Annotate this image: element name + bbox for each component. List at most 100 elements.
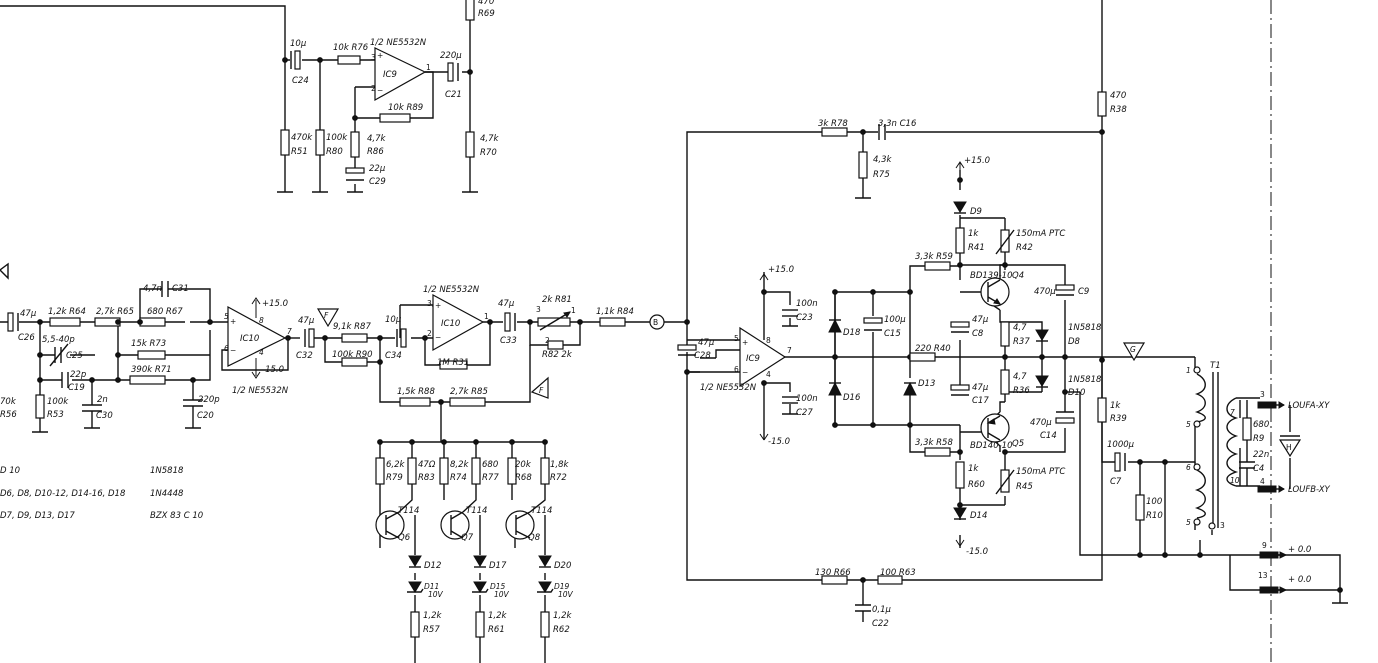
- c14-label: C14: [1040, 431, 1057, 441]
- c34-label: C34: [385, 351, 402, 361]
- d15-label: D15: [490, 582, 506, 591]
- resistor-r36: [1000, 369, 1010, 395]
- c15-value: 100μ: [884, 315, 906, 325]
- d10-label: D10: [1068, 388, 1085, 398]
- out3-label: 3: [1260, 390, 1265, 399]
- t1-pin6: 6: [1186, 463, 1191, 472]
- r72-value: 1,8k: [550, 460, 570, 470]
- ptc-r45: [995, 469, 1015, 495]
- r64-label: 1,2k R64: [48, 307, 86, 317]
- resistor-r86: [350, 131, 360, 158]
- resistor-r63: [877, 575, 903, 585]
- resistor-r68: [507, 457, 517, 485]
- opamp-ic10b: [432, 293, 485, 352]
- capacitor-c31: [161, 281, 169, 297]
- resistor-r82: [547, 340, 564, 350]
- d9-label: D9: [970, 207, 982, 217]
- r10-value: 100: [1146, 497, 1162, 507]
- diode-d10: [1035, 375, 1049, 387]
- zener-d13: [903, 381, 917, 396]
- ic10b-label: IC10: [441, 319, 460, 329]
- svg-text:2: 2: [371, 84, 376, 93]
- ic10a-plus15: +15.0: [262, 299, 288, 309]
- resistor-r83: [407, 457, 417, 485]
- r76-label: 10k R76: [333, 43, 369, 53]
- c20-label: C20: [197, 411, 214, 421]
- r73-label: 15k R73: [131, 339, 166, 349]
- c27-value: 100n: [796, 394, 818, 404]
- transistor-q7: [440, 510, 470, 540]
- svg-text:+: +: [230, 317, 236, 326]
- c27-label: C27: [796, 408, 813, 418]
- out9-voltage: + 0.0: [1288, 545, 1311, 555]
- diode-d9: [953, 201, 967, 213]
- d11-value: 10V: [428, 590, 444, 599]
- svg-text:4: 4: [766, 370, 771, 379]
- d16-label: D16: [843, 393, 861, 403]
- resistor-r90: [341, 357, 368, 367]
- r31-label: 1M R31: [437, 358, 469, 368]
- resistor-r40: [909, 352, 936, 362]
- resistor-r87: [341, 333, 368, 343]
- svg-text:1: 1: [571, 306, 576, 315]
- r60-value: 1k: [968, 464, 979, 474]
- transformer-t1: [1193, 366, 1239, 530]
- c19-value: 22p: [70, 370, 86, 380]
- r9-value: 680: [1253, 420, 1269, 430]
- resistor-r75: [858, 151, 868, 179]
- out13-voltage: + 0.0: [1288, 575, 1311, 585]
- d13-label: D13: [918, 379, 935, 389]
- parts-refs-3: D7, D9, D13, D17: [0, 511, 75, 521]
- diode-d20: [538, 555, 552, 567]
- r78-label: 3k R78: [818, 119, 848, 129]
- capacitor-c24: [290, 50, 301, 70]
- resistor-r85: [449, 397, 486, 407]
- r67-label: 680 R67: [147, 307, 183, 317]
- capacitor-c7: [1114, 452, 1126, 472]
- t1-pin5a: 5: [1186, 420, 1191, 429]
- d17-label: D17: [489, 561, 507, 571]
- capacitor-c32: [304, 328, 315, 348]
- svg-text:8: 8: [766, 336, 771, 345]
- svg-text:−: −: [742, 368, 748, 377]
- resistor-r66: [821, 575, 848, 585]
- resistor-r88: [399, 397, 431, 407]
- r86-value: 4,7k: [367, 134, 387, 144]
- testpoint-f-top: [316, 308, 340, 328]
- q6-type: T114: [398, 506, 419, 516]
- svg-text:−: −: [230, 346, 236, 355]
- ic10a-pin6: 6: [224, 344, 229, 353]
- r36-label: R36: [1013, 386, 1030, 396]
- resistor-r71: [129, 375, 166, 385]
- resistor-r69: [465, 0, 475, 21]
- t1-pin10: 10: [1230, 476, 1240, 485]
- r69-label: R69: [478, 9, 495, 19]
- d11-label: D11: [424, 582, 439, 591]
- q5-label: Q5: [1012, 439, 1024, 449]
- capacitor-c26: [7, 312, 19, 332]
- capacitor-c8: [950, 321, 970, 333]
- q4-label: Q4: [1012, 271, 1024, 281]
- c33-label: C33: [500, 336, 517, 346]
- ic10a-pin8: 8: [259, 316, 264, 325]
- r56-label: R56: [0, 410, 17, 420]
- connector-loufa: [1257, 401, 1285, 409]
- c23-value: 100n: [796, 299, 818, 309]
- c16-label: 3,3n C16: [878, 119, 917, 129]
- r89-label: 10k R89: [388, 103, 423, 113]
- resistor-r39: [1097, 397, 1107, 423]
- diode-d16: [828, 381, 842, 396]
- r82-label: R82 2k: [542, 350, 573, 360]
- c31-label: C31: [172, 284, 189, 294]
- resistor-r74: [439, 457, 449, 485]
- r63-label: 100 R63: [880, 568, 916, 578]
- capacitor-c16: [878, 124, 886, 140]
- r51-value: 470k: [291, 133, 313, 143]
- c7-label: C7: [1110, 477, 1122, 487]
- d14-label: D14: [970, 511, 987, 521]
- resistor-r41: [955, 227, 965, 254]
- diode-d18: [828, 318, 842, 333]
- resistor-r62: [540, 611, 550, 638]
- r87-label: 9,1k R87: [333, 322, 371, 332]
